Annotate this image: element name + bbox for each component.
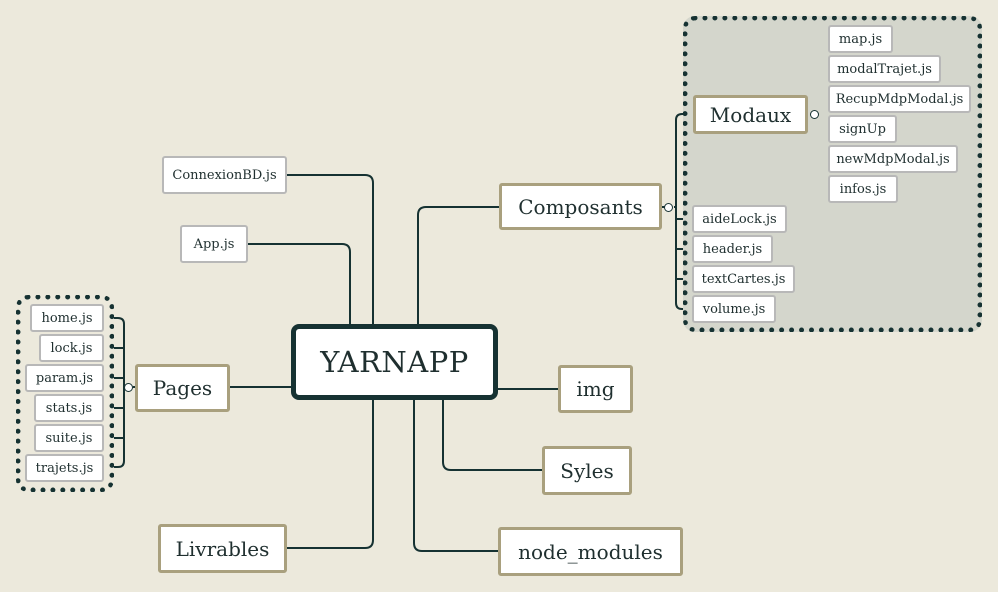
app-node[interactable]: App.js: [180, 225, 248, 263]
pages-file[interactable]: stats.js: [34, 394, 104, 422]
composants-node[interactable]: Composants: [499, 183, 662, 230]
root-node[interactable]: YARNAPP: [291, 324, 498, 400]
syles-node[interactable]: Syles: [542, 446, 632, 495]
modaux-file[interactable]: newMdpModal.js: [828, 145, 958, 173]
composants-file[interactable]: volume.js: [692, 295, 776, 323]
composants-file[interactable]: textCartes.js: [692, 265, 795, 293]
pages-file[interactable]: lock.js: [39, 334, 104, 362]
modaux-file[interactable]: modalTrajet.js: [828, 55, 941, 83]
modaux-file[interactable]: RecupMdpModal.js: [828, 85, 971, 113]
pages-file[interactable]: param.js: [25, 364, 104, 392]
modaux-file[interactable]: signUp: [828, 115, 897, 143]
livrables-node[interactable]: Livrables: [158, 524, 287, 573]
pages-collapse-toggle[interactable]: [124, 383, 133, 392]
modaux-node[interactable]: Modaux: [693, 95, 808, 134]
modaux-file[interactable]: infos.js: [828, 175, 898, 203]
composants-file[interactable]: aideLock.js: [692, 205, 787, 233]
modaux-file[interactable]: map.js: [828, 25, 893, 53]
pages-file[interactable]: suite.js: [34, 424, 104, 452]
img-node[interactable]: img: [558, 365, 633, 413]
pages-node[interactable]: Pages: [135, 364, 230, 412]
pages-file[interactable]: home.js: [30, 304, 104, 332]
node-modules-node[interactable]: node_modules: [498, 527, 683, 576]
modaux-collapse-toggle[interactable]: [810, 110, 819, 119]
composants-collapse-toggle[interactable]: [664, 203, 673, 212]
pages-file[interactable]: trajets.js: [25, 454, 104, 482]
connexionbd-node[interactable]: ConnexionBD.js: [162, 156, 287, 194]
composants-file[interactable]: header.js: [692, 235, 773, 263]
